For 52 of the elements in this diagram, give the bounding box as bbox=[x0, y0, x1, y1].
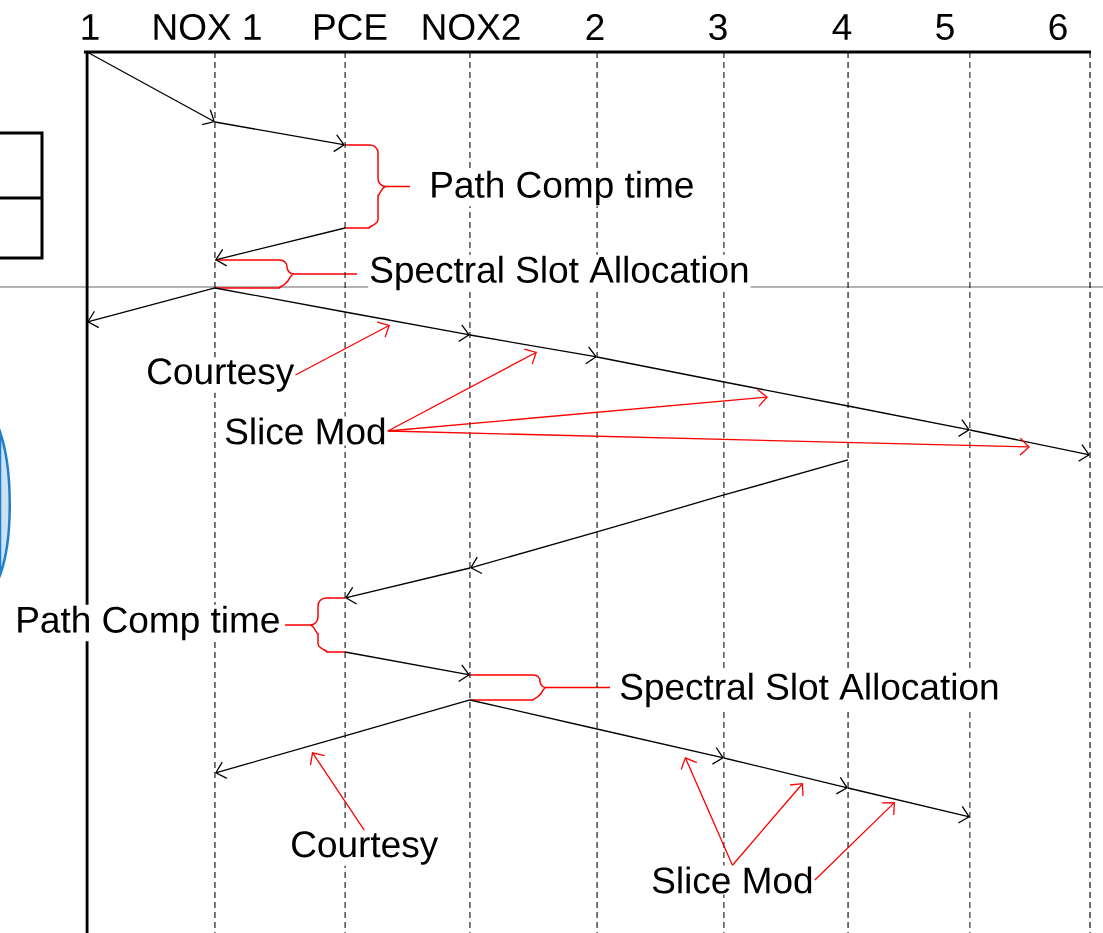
message-arrow bbox=[344, 311, 470, 343]
message-arrow bbox=[470, 531, 598, 575]
lifeline-label: NOX 1 bbox=[154, 13, 261, 41]
lifeline-label: 4 bbox=[832, 14, 852, 40]
lifeline bbox=[596, 51, 598, 933]
lifeline-label: 6 bbox=[1049, 13, 1067, 41]
message-arrow bbox=[969, 429, 1090, 462]
message-line bbox=[596, 494, 725, 533]
message-arrow bbox=[345, 567, 471, 605]
annotation-text: Slice Mod bbox=[650, 865, 815, 895]
message-line bbox=[214, 287, 346, 313]
lifeline bbox=[214, 51, 216, 933]
lifeline bbox=[469, 51, 471, 933]
annotation-text: Spectral Slot Allocation bbox=[368, 254, 751, 292]
leader-line bbox=[680, 757, 734, 866]
message-arrow bbox=[723, 757, 848, 795]
message-arrow bbox=[469, 334, 597, 365]
leader-line bbox=[387, 430, 1030, 456]
message-arrow bbox=[847, 405, 970, 438]
lifeline-label: 1 bbox=[82, 14, 99, 40]
message-arrow bbox=[847, 787, 970, 824]
message-arrow bbox=[596, 728, 724, 765]
message-line bbox=[344, 699, 471, 737]
message-line bbox=[596, 356, 725, 383]
lifeline-label: 5 bbox=[936, 14, 954, 40]
lifeline bbox=[969, 51, 971, 933]
leader-line bbox=[387, 348, 537, 432]
lifeline-label: NOX2 bbox=[423, 13, 520, 41]
lifeline bbox=[723, 51, 725, 933]
message-line bbox=[469, 699, 598, 730]
annotation-text: Courtesy bbox=[289, 830, 440, 866]
leader-line bbox=[814, 802, 895, 881]
annotation-text: Path Comp time bbox=[14, 604, 282, 642]
message-arrow bbox=[214, 121, 345, 153]
leader-line bbox=[731, 783, 804, 866]
annotation-text: Slice Mod bbox=[223, 416, 388, 446]
lifeline bbox=[1089, 51, 1091, 933]
message-line bbox=[723, 459, 849, 496]
message-arrow bbox=[215, 735, 346, 780]
annotation-text: Courtesy bbox=[145, 357, 296, 393]
message-arrow bbox=[344, 651, 470, 683]
leader-line bbox=[294, 321, 390, 376]
message-arrow bbox=[86, 51, 215, 126]
leader-line bbox=[309, 752, 365, 831]
lifeline bbox=[847, 51, 849, 933]
annotation-text: Spectral Slot Allocation bbox=[618, 671, 1001, 709]
annotation-text: Path Comp time bbox=[428, 169, 696, 207]
lifeline-label: PCE bbox=[315, 13, 387, 41]
message-arrow bbox=[215, 227, 346, 267]
lifeline bbox=[344, 51, 346, 933]
message-arrow bbox=[87, 287, 216, 329]
message-line bbox=[723, 381, 849, 407]
